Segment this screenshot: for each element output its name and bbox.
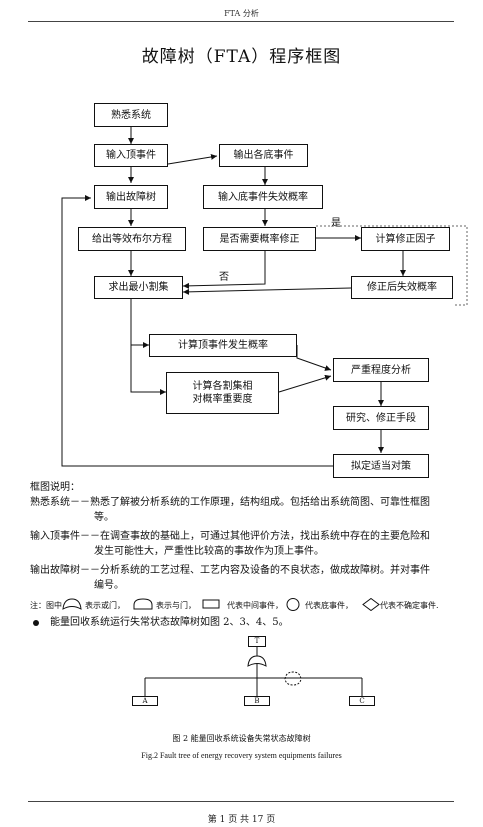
figure-caption-en: Fig.2 Fault tree of energy recovery syst…	[141, 751, 342, 760]
explain-item1-b: 等。	[94, 512, 114, 523]
note-prefix: 注：图中	[30, 601, 62, 610]
tree-node-a: A	[132, 696, 158, 706]
note-and-gate: 表示与门，	[156, 601, 196, 610]
box-need-correct: 是否需要概率修正	[203, 227, 316, 251]
note-mid-event: 代表中间事件，	[227, 601, 283, 610]
box-boolean-eq: 给出等效布尔方程	[78, 227, 186, 251]
explain-item3-b: 编号。	[94, 580, 124, 591]
tree-node-c: C	[349, 696, 375, 706]
explain-item3-a: 输出故障树－－分析系统的工艺过程、工艺内容及设备的不良状态，做成故障树。并对事件	[30, 565, 430, 576]
box-calc-top-prob: 计算顶事件发生概率	[149, 334, 297, 357]
note-or-gate: 表示或门，	[85, 601, 125, 610]
tree-node-t: T	[248, 636, 266, 647]
box-familiarize: 熟悉系统	[94, 103, 168, 127]
rectangle-icon	[202, 599, 220, 609]
bullet-icon	[33, 620, 39, 626]
box-output-tree: 输出故障树	[94, 185, 168, 209]
box-plan: 拟定适当对策	[333, 454, 429, 478]
explain-heading: 框图说明：	[30, 482, 80, 493]
footer-rule	[28, 801, 454, 802]
figure-caption-cn: 图 2 能量回收系统设备失常状态故障树	[172, 734, 311, 743]
page-title: 故障树（FTA）程序框图	[141, 47, 342, 67]
and-gate-icon	[133, 598, 153, 610]
box-min-cut: 求出最小割集	[94, 276, 183, 299]
label-yes: 是	[331, 218, 341, 229]
header-rule	[28, 21, 454, 22]
diamond-icon	[362, 598, 380, 611]
explain-item1-a: 熟悉系统－－熟悉了解被分析系统的工作原理，结构组成。包括给出系统简图、可靠性框图	[30, 497, 430, 508]
explain-item2-b: 发生可能性大，严重性比较高的事故作为顶上事件。	[94, 546, 324, 557]
symbol-note: 注：图中 表示或门， 表示与门， 代表中间事件， 代表底事件， 代表不确定事件.	[30, 598, 480, 612]
tree-node-b: B	[244, 696, 270, 706]
flow-connectors	[61, 127, 468, 467]
label-no: 否	[219, 272, 229, 283]
note-base-event: 代表底事件，	[305, 601, 353, 610]
bullet-text: 能量回收系统运行失常状态故障树如图 2、3、4、5。	[50, 617, 289, 628]
calc-cut-line1: 计算各割集相	[192, 381, 253, 392]
box-calc-cut-importance: 计算各割集相 对概率重要度	[166, 372, 279, 414]
fault-tree-diagram	[144, 647, 363, 696]
page-footer: 第 1 页 共 17 页	[207, 815, 276, 825]
explain-item2-a: 输入顶事件－－在调查事故的基础上，可通过其他评价方法，找出系统中存在的主要危险和	[30, 531, 430, 542]
box-output-base: 输出各底事件	[219, 144, 308, 167]
box-corrected-prob: 修正后失效概率	[351, 276, 453, 299]
box-input-base-prob: 输入底事件失效概率	[203, 185, 323, 209]
calc-cut-line2: 对概率重要度	[192, 394, 253, 405]
page-header: FTA 分析	[224, 9, 259, 18]
note-undev-event: 代表不确定事件.	[380, 601, 439, 610]
box-severity: 严重程度分析	[333, 358, 429, 382]
or-gate-icon	[62, 598, 82, 610]
box-input-top: 输入顶事件	[94, 144, 168, 167]
circle-icon	[286, 598, 300, 611]
box-research: 研究、修正手段	[333, 406, 429, 430]
box-calc-factor: 计算修正因子	[361, 227, 450, 251]
